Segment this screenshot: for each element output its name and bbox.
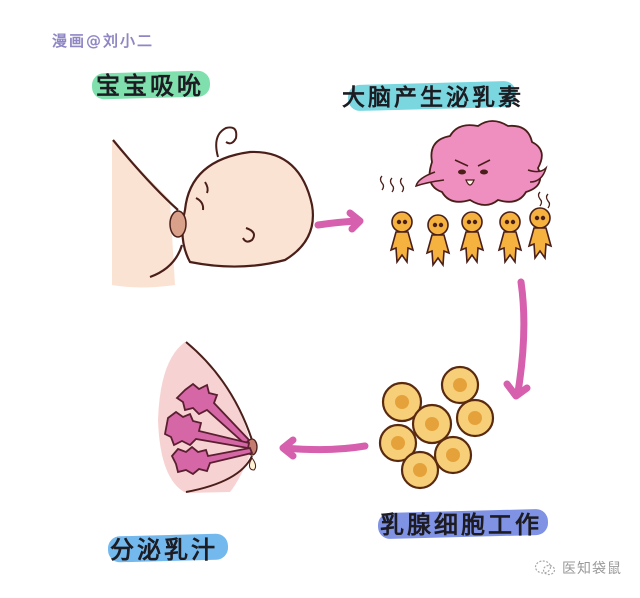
watermark: 医知袋鼠	[534, 558, 622, 578]
brain-character	[379, 120, 551, 209]
wechat-bubble-icon	[534, 560, 556, 576]
mammary-cells	[378, 365, 495, 490]
arrow-down-icon	[503, 278, 531, 400]
prolactin-figures	[389, 207, 553, 268]
arrow-right-icon	[314, 209, 364, 233]
step-label-milk-secretion: 分泌乳汁	[110, 536, 218, 564]
breast-cross-section	[158, 341, 258, 493]
step-label-baby-sucking: 宝宝吸吮	[96, 72, 204, 100]
arrow-left-icon	[279, 436, 369, 460]
baby-nursing-illustration	[112, 126, 314, 288]
step-label-brain-prolactin: 大脑产生泌乳素	[342, 85, 524, 111]
step-label-mammary-cells: 乳腺细胞工作	[380, 511, 542, 539]
author-credit: 漫画@刘小二	[52, 32, 155, 50]
watermark-text: 医知袋鼠	[562, 561, 622, 577]
